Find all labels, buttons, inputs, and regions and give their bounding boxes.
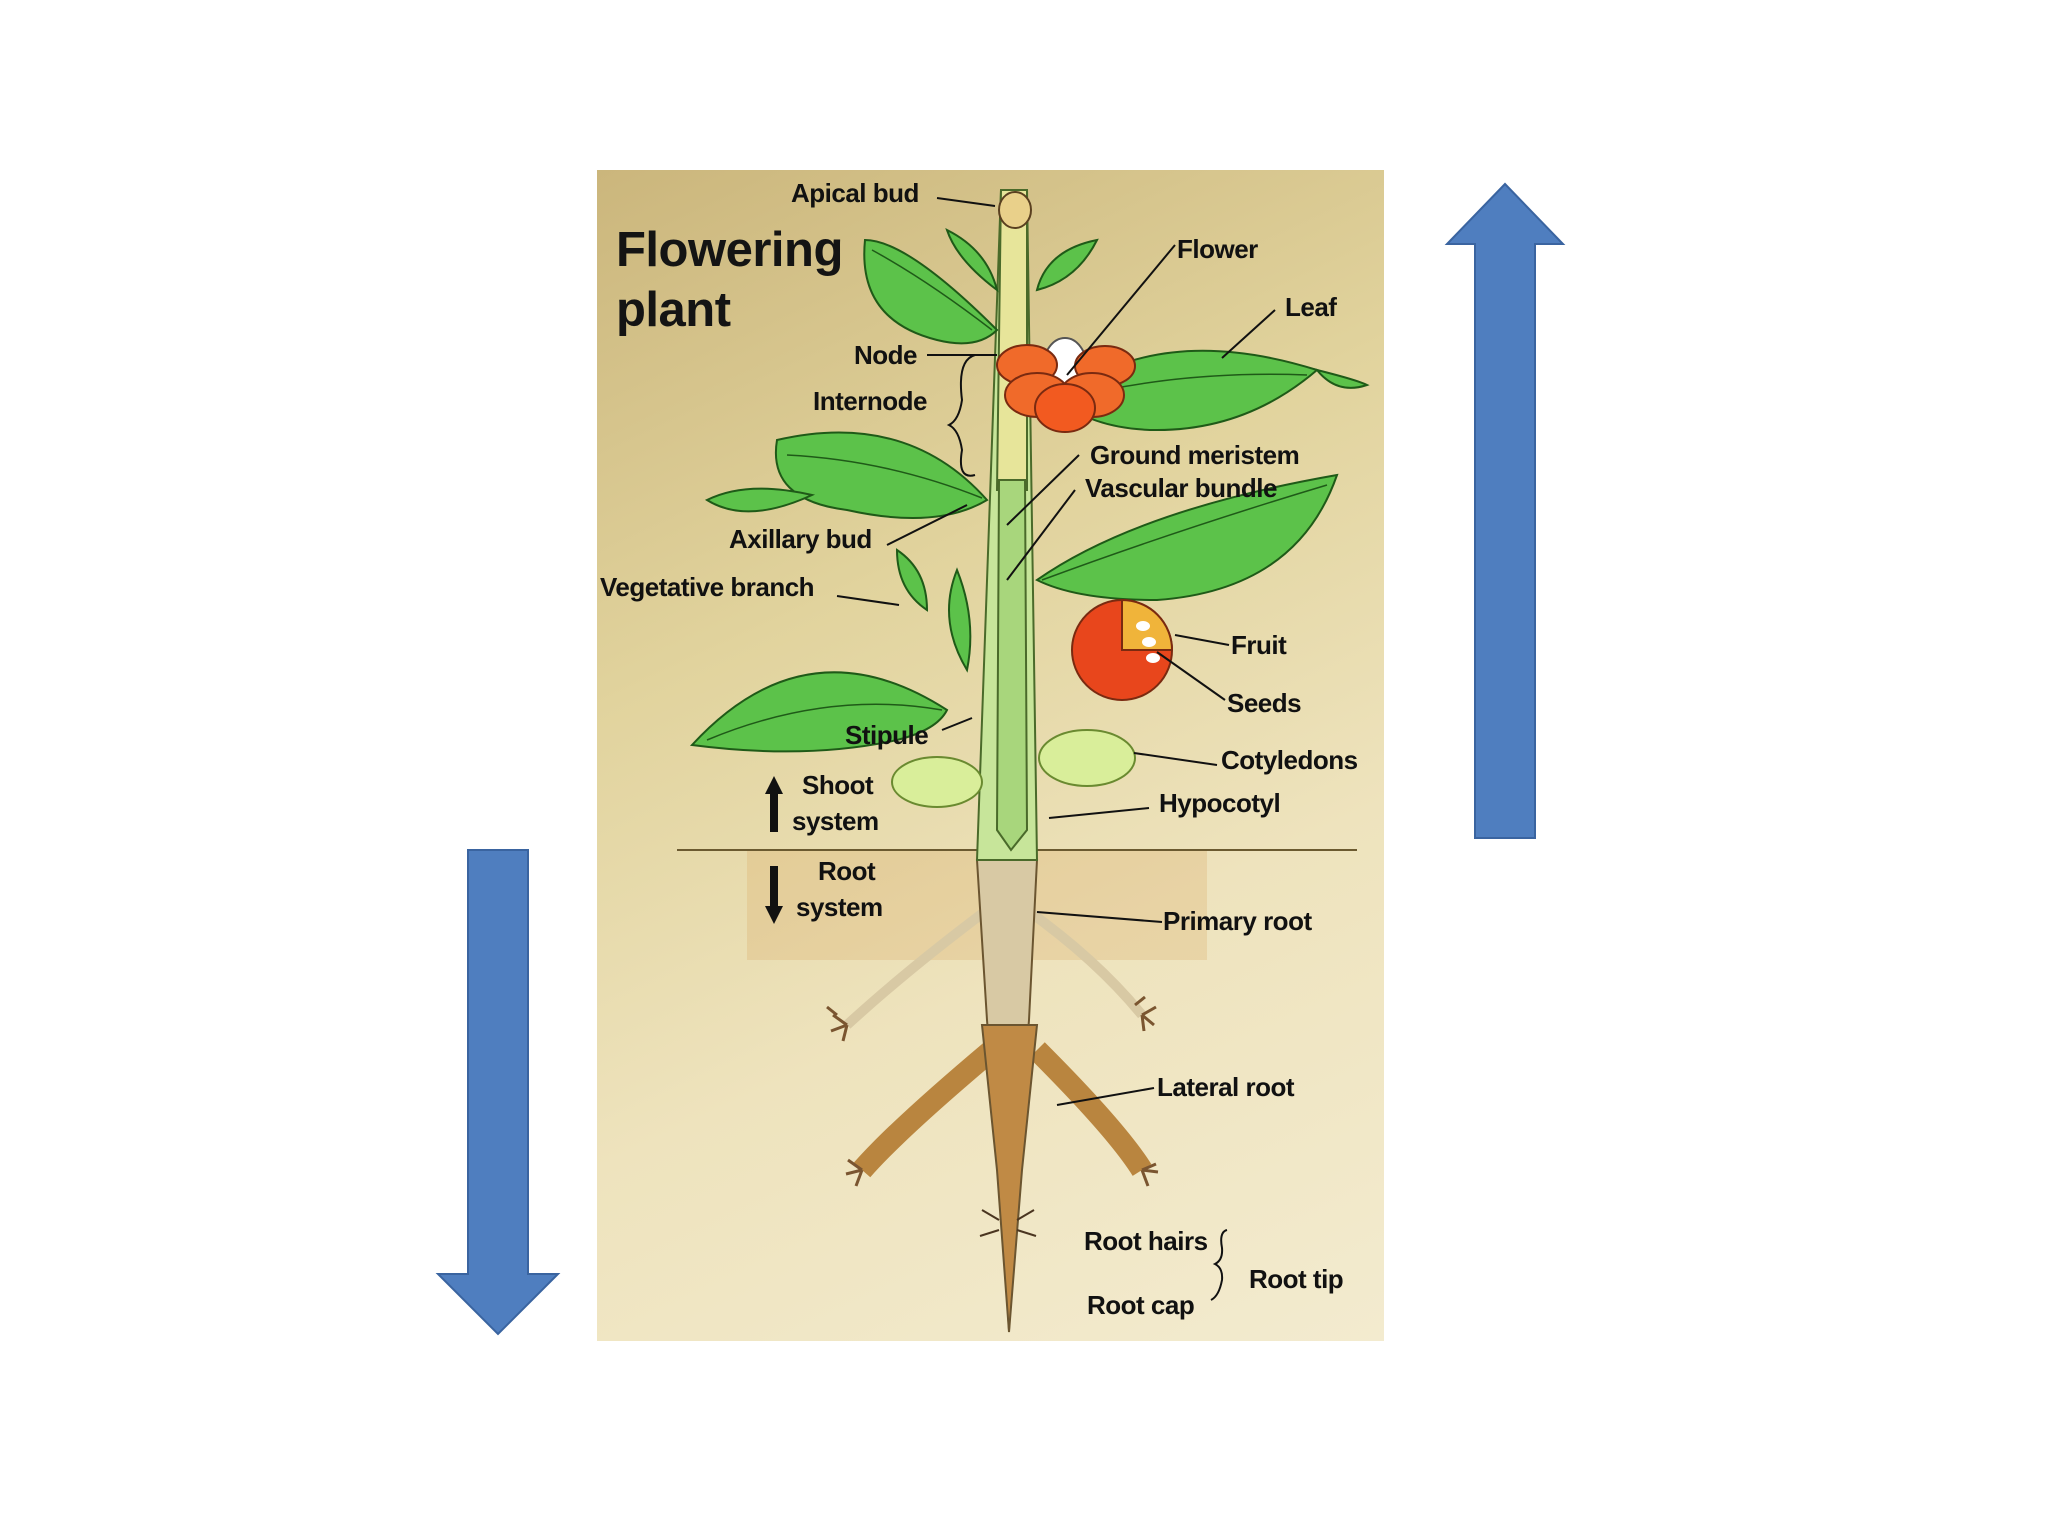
label-node: Node [854, 340, 918, 370]
flower-shape [996, 337, 1136, 433]
diagram-title: Flowering plant [616, 220, 843, 340]
label-flower: Flower [1177, 234, 1258, 264]
label-ground-meristem: Ground meristem [1090, 440, 1300, 470]
root-arrow-icon [765, 866, 783, 924]
apical-bud-shape [998, 191, 1032, 229]
label-root-cap: Root cap [1087, 1290, 1195, 1320]
label-leaf: Leaf [1285, 292, 1337, 322]
label-root-tip: Root tip [1249, 1264, 1344, 1294]
flowering-plant-diagram: Flowering plant Apical bud Flower Leaf N… [597, 170, 1384, 1341]
shoot-arrow-icon [765, 776, 783, 832]
label-fruit: Fruit [1231, 630, 1287, 660]
leader-lines [836, 197, 1276, 1301]
lateral-roots [826, 905, 1159, 1187]
label-root-line-2: system [796, 892, 883, 922]
label-shoot-line-1: Shoot [802, 770, 874, 800]
plant-illustration [677, 189, 1370, 1333]
vascular-strand [995, 479, 1029, 852]
label-shoot-line-2: system [792, 806, 879, 836]
up-arrow-icon [1444, 182, 1566, 839]
fruit-shape [1071, 598, 1174, 701]
label-internode: Internode [813, 386, 927, 416]
cotyledon-right [1038, 729, 1136, 787]
label-vascular-bundle: Vascular bundle [1085, 473, 1277, 503]
root-hairs [979, 1209, 1037, 1237]
down-arrow-icon [435, 849, 561, 1336]
label-hypocotyl: Hypocotyl [1159, 788, 1281, 818]
label-primary-root: Primary root [1163, 906, 1312, 936]
label-lateral-root: Lateral root [1157, 1072, 1295, 1102]
label-root-hairs: Root hairs [1084, 1226, 1208, 1256]
label-seeds: Seeds [1227, 688, 1302, 718]
label-apical-bud: Apical bud [791, 178, 919, 208]
label-cotyledons: Cotyledons [1221, 745, 1358, 775]
root-taper [980, 1024, 1039, 1333]
label-stipule: Stipule [845, 720, 929, 750]
title-line-1: Flowering [616, 223, 843, 277]
label-root-line-1: Root [818, 856, 876, 886]
cotyledon-left [891, 756, 983, 808]
label-vegetative-branch: Vegetative branch [600, 572, 815, 602]
label-axillary-bud: Axillary bud [729, 524, 872, 554]
upper-stem [995, 189, 1028, 491]
title-line-2: plant [616, 283, 731, 337]
